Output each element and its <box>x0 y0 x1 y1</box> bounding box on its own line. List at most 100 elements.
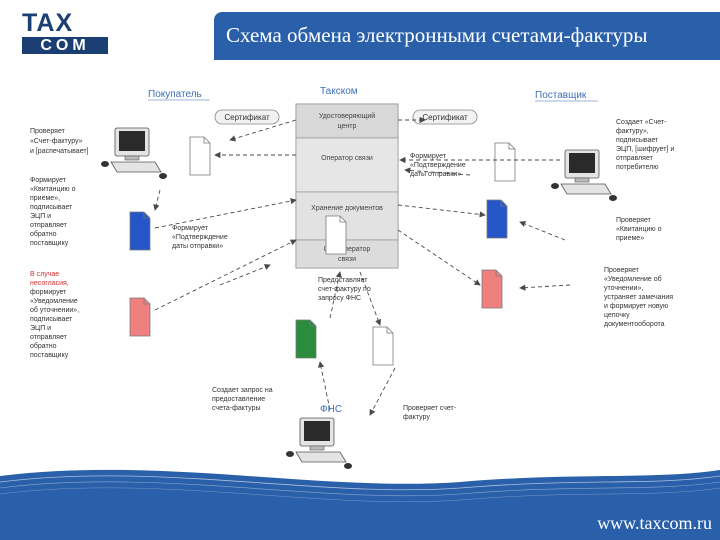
arrow-buyer-to-receipt <box>153 189 161 211</box>
request-doc-icon <box>295 319 317 359</box>
note-confirm-left-line-2: «Подтверждение <box>172 234 228 241</box>
invoice-doc-icon-left <box>189 136 211 176</box>
note-fns-check-line-2: фактуру <box>403 414 430 421</box>
note-supplier-notice-line-6: цепочку <box>604 312 630 319</box>
special-line-1: Спецоператор <box>324 246 371 253</box>
special-line-2: связи <box>338 256 356 263</box>
note-provides-line-1: Предоставляет <box>318 277 368 284</box>
note-supplier-notice-line-1: Проверяет <box>604 267 640 274</box>
arrow-center-to-supplier-receipt <box>397 204 486 218</box>
note-buyer-receipt-line-8: поставщику <box>30 240 69 247</box>
note-supplier-create-line-5: отправляет <box>616 155 654 162</box>
receipt-doc-icon-left <box>129 211 151 251</box>
footer-wave-graphic <box>0 469 720 540</box>
fns-invoice-doc-icon <box>372 326 394 366</box>
note-supplier-notice-line-5: и формирует новую <box>604 303 668 310</box>
note-supplier-create-line-3: подписывает <box>616 137 659 144</box>
note-buyer-receipt-line-6: отправляет <box>30 222 68 229</box>
certificate-left: Сертификат <box>214 109 280 125</box>
notice-doc-icon-left <box>129 297 151 337</box>
note-buyer-dispute-line-8: отправляет <box>30 334 68 341</box>
uc-line-2: центр <box>338 123 357 130</box>
receipt-doc-icon-right <box>486 199 508 239</box>
buyer-computer-icon <box>100 127 168 180</box>
logo-top-text: TAX <box>22 9 74 37</box>
note-fns-check: Проверяет счет- фактуру <box>403 405 457 421</box>
note-supplier-notice-line-7: документооборота <box>604 320 665 328</box>
buyer-label: Покупатель <box>148 89 202 100</box>
certificate-right-text: Сертификат <box>422 113 468 122</box>
note-buyer-receipt: Формирует «Квитанцию о приеме», подписыв… <box>30 177 76 247</box>
note-fns-request-line-1: Создает запрос на <box>212 387 273 394</box>
note-buyer-dispute-line-3: формирует <box>30 289 67 296</box>
note-taxcom-confirm-left: Формирует «Подтверждение даты отправки» <box>172 225 228 250</box>
note-buyer-receipt-line-1: Формирует <box>30 177 67 184</box>
note-supplier-check-receipt: Проверяет «Квитанцию о приеме» <box>616 217 662 242</box>
arrow-fns-to-request <box>318 361 331 411</box>
operator-text: Оператор связи <box>321 155 373 162</box>
note-buyer-dispute-line-6: подписывает <box>30 316 73 323</box>
storage-docs-icon <box>325 215 347 255</box>
invoice-doc-icon-right <box>494 142 516 182</box>
note-fns-request-line-3: счета-фактуры <box>212 405 261 412</box>
note-taxcom-confirm-right: Формирует «Подтверждение даты отправки» <box>410 153 466 178</box>
footer-url[interactable]: www.taxcom.ru <box>597 513 712 533</box>
arrow-request-to-center <box>329 271 342 319</box>
note-buyer-dispute: В случае несогласия, формирует «Уведомле… <box>30 271 79 359</box>
note-supplier-create-line-2: фактуру», <box>616 128 649 135</box>
notice-doc-icon-right <box>481 269 503 309</box>
note-buyer-receipt-line-5: ЭЦП и <box>30 213 51 220</box>
note-supplier-create-line-6: потребителю <box>616 163 659 171</box>
taxcom-center-block: Удостоверяющий центр Оператор связи Хран… <box>295 103 399 269</box>
storage-text: Хранение документов <box>311 205 383 212</box>
certificate-right: Сертификат <box>412 109 478 125</box>
note-supplier-check-notice: Проверяет «Уведомление об уточнении», ус… <box>604 267 673 328</box>
arrow-uc-to-buyer-cert <box>229 119 297 142</box>
storage-cell <box>295 191 399 241</box>
footer-wave: www.taxcom.ru <box>0 462 720 540</box>
note-confirm-right-line-1: Формирует <box>410 153 447 160</box>
special-cell <box>295 239 399 269</box>
note-buyer-check-line-3: и [распечатывает] <box>30 148 89 155</box>
arrow-center-to-fns-doc <box>359 271 382 326</box>
note-fns-request: Создает запрос на предоставление счета-ф… <box>212 387 273 412</box>
note-provides-line-2: счет-фактуру по <box>318 286 371 293</box>
note-supplier-receipt-line-2: «Квитанцию о <box>616 226 662 233</box>
arrow-confirm-left <box>219 264 271 286</box>
note-supplier-create-line-4: ЭЦП, [шифрует] и <box>616 146 674 153</box>
uc-cell <box>295 103 399 139</box>
fns-label: ФНС <box>320 404 342 415</box>
note-supplier-notice-line-2: «Уведомление об <box>604 275 662 283</box>
note-buyer-dispute-line-4: «Уведомление <box>30 298 78 305</box>
note-buyer-check: Проверяет «Счет-фактуру» и [распечатывае… <box>30 128 89 155</box>
arrow-supplier-receipt <box>519 221 566 241</box>
note-buyer-receipt-line-3: приеме», <box>30 195 60 202</box>
arrow-notice-to-center <box>154 239 297 311</box>
note-confirm-left-line-3: даты отправки» <box>172 243 223 250</box>
logo-bottom-text: COM <box>22 37 108 54</box>
note-confirm-left-line-1: Формирует <box>172 225 209 232</box>
note-buyer-receipt-line-4: подписывает <box>30 204 73 211</box>
supplier-label: Поставщик <box>535 90 587 101</box>
arrow-supplier-notice <box>519 284 571 291</box>
note-buyer-dispute-line-2: несогласия, <box>30 280 69 287</box>
note-supplier-create: Создает «Счет- фактуру», подписывает ЭЦП… <box>616 119 674 171</box>
note-buyer-receipt-line-7: обратно <box>30 230 57 238</box>
note-fns-check-line-1: Проверяет счет- <box>403 405 457 412</box>
note-provides-line-3: запросу ФНС <box>318 295 361 302</box>
slide-title: Схема обмена электронными счетами-фактур… <box>214 12 720 60</box>
note-supplier-notice-line-4: устраняет замечания <box>604 294 673 301</box>
note-buyer-dispute-line-1: В случае <box>30 271 59 278</box>
note-provides: Предоставляет счет-фактуру по запросу ФН… <box>318 277 371 302</box>
certificate-left-text: Сертификат <box>224 113 270 122</box>
note-supplier-create-line-1: Создает «Счет- <box>616 119 667 126</box>
arrow-center-to-supplier-notice <box>397 229 481 286</box>
note-confirm-right-line-2: «Подтверждение <box>410 162 466 169</box>
note-supplier-receipt-line-3: приеме» <box>616 235 644 242</box>
note-buyer-check-line-2: «Счет-фактуру» <box>30 138 83 145</box>
note-buyer-check-line-1: Проверяет <box>30 128 66 135</box>
note-supplier-notice-line-3: уточнении», <box>604 285 643 292</box>
note-fns-request-line-2: предоставление <box>212 396 265 403</box>
note-supplier-receipt-line-1: Проверяет <box>616 217 652 224</box>
